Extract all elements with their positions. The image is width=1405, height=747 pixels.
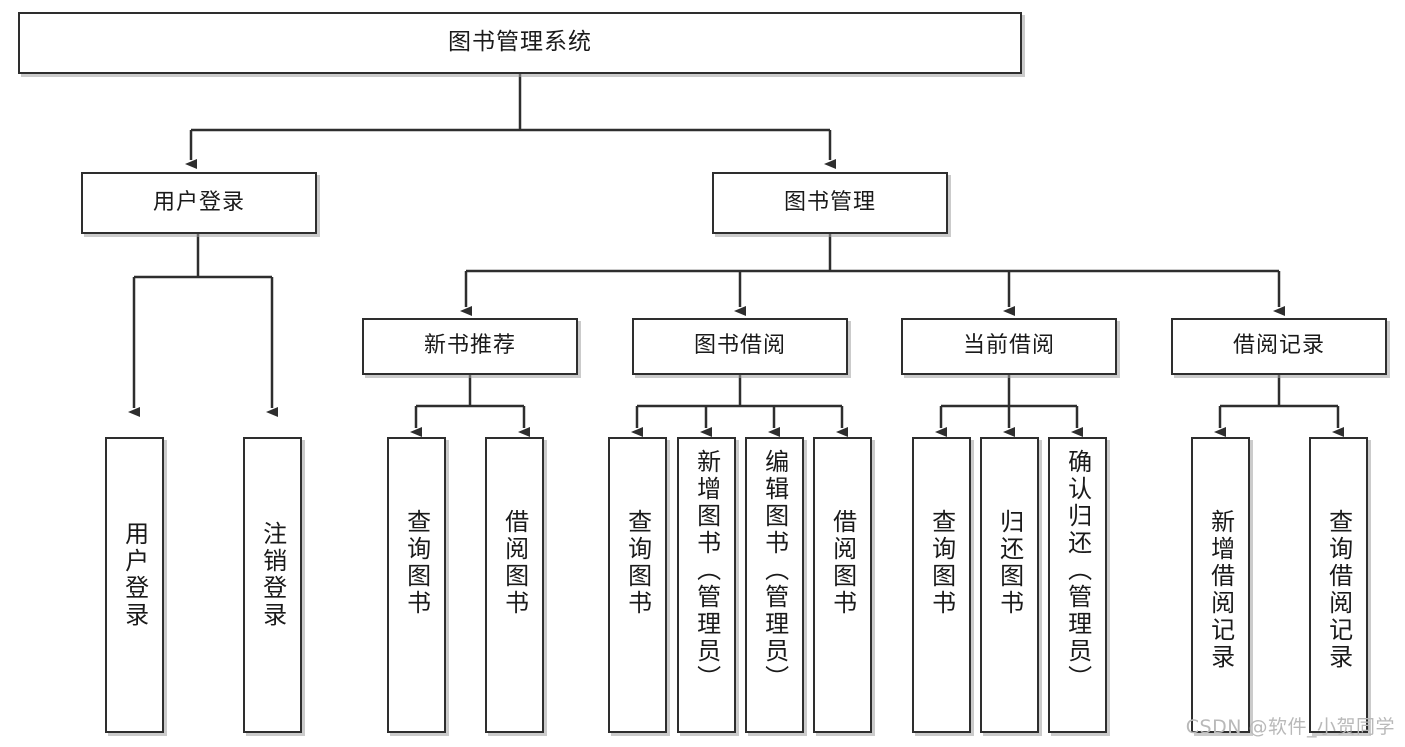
node-user-login-label: 用户登录 bbox=[152, 189, 245, 215]
leaf-new-book-borrow-label: 借阅图书 bbox=[500, 509, 529, 617]
leaf-bb-query-book[interactable]: 查询图书 bbox=[608, 437, 667, 733]
leaf-cb-confirm-return-label: 确认归还（管理员） bbox=[1063, 449, 1092, 692]
node-book-manage[interactable]: 图书管理 bbox=[712, 172, 948, 234]
leaf-cb-confirm-return[interactable]: 确认归还（管理员） bbox=[1048, 437, 1107, 733]
node-book-manage-label: 图书管理 bbox=[783, 189, 876, 215]
node-user-login[interactable]: 用户登录 bbox=[81, 172, 317, 234]
leaf-bb-edit-book[interactable]: 编辑图书（管理员） bbox=[745, 437, 804, 733]
leaf-cb-return-book-label: 归还图书 bbox=[995, 509, 1024, 617]
leaf-bb-add-book[interactable]: 新增图书（管理员） bbox=[677, 437, 736, 733]
node-book-borrow-label: 图书借阅 bbox=[693, 333, 786, 359]
leaf-new-book-query-label: 查询图书 bbox=[402, 509, 431, 617]
leaf-new-book-borrow[interactable]: 借阅图书 bbox=[485, 437, 544, 733]
leaf-user-login-label: 用户登录 bbox=[120, 521, 149, 629]
leaf-br-query-record-label: 查询借阅记录 bbox=[1324, 509, 1353, 671]
node-new-book-recommend-label: 新书推荐 bbox=[423, 333, 516, 359]
node-borrow-record[interactable]: 借阅记录 bbox=[1171, 318, 1387, 375]
node-root[interactable]: 图书管理系统 bbox=[18, 12, 1022, 74]
leaf-br-add-record[interactable]: 新增借阅记录 bbox=[1191, 437, 1250, 733]
node-current-borrow-label: 当前借阅 bbox=[962, 333, 1055, 359]
leaf-bb-borrow-book-label: 借阅图书 bbox=[828, 509, 857, 617]
leaf-bb-query-book-label: 查询图书 bbox=[623, 509, 652, 617]
leaf-logout-label: 注销登录 bbox=[258, 521, 287, 629]
node-new-book-recommend[interactable]: 新书推荐 bbox=[362, 318, 578, 375]
node-borrow-record-label: 借阅记录 bbox=[1232, 333, 1325, 359]
watermark: CSDN @软件_小贺同学 bbox=[1185, 716, 1395, 738]
leaf-br-add-record-label: 新增借阅记录 bbox=[1206, 509, 1235, 671]
leaf-br-query-record[interactable]: 查询借阅记录 bbox=[1309, 437, 1368, 733]
leaf-bb-borrow-book[interactable]: 借阅图书 bbox=[813, 437, 872, 733]
node-root-label: 图书管理系统 bbox=[448, 29, 592, 56]
leaf-new-book-query[interactable]: 查询图书 bbox=[387, 437, 446, 733]
leaf-cb-return-book[interactable]: 归还图书 bbox=[980, 437, 1039, 733]
node-book-borrow[interactable]: 图书借阅 bbox=[632, 318, 848, 375]
leaf-bb-edit-book-label: 编辑图书（管理员） bbox=[760, 449, 789, 692]
leaf-bb-add-book-label: 新增图书（管理员） bbox=[692, 449, 721, 692]
leaf-cb-query-book-label: 查询图书 bbox=[927, 509, 956, 617]
leaf-user-login[interactable]: 用户登录 bbox=[105, 437, 164, 733]
leaf-cb-query-book[interactable]: 查询图书 bbox=[912, 437, 971, 733]
node-current-borrow[interactable]: 当前借阅 bbox=[901, 318, 1117, 375]
leaf-logout[interactable]: 注销登录 bbox=[243, 437, 302, 733]
